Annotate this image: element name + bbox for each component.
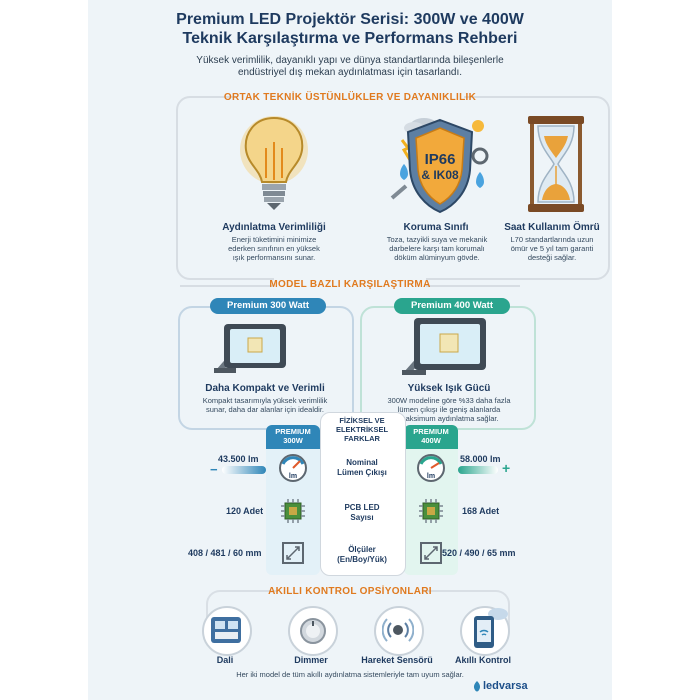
lumen-row-label-1: Nominal <box>346 458 378 467</box>
pcb-chip-300w-icon <box>281 499 305 523</box>
premium-400-pill: Premium 400 Watt <box>394 298 510 314</box>
left-model-desc: Kompakt tasarımıyla yüksek verimlilik su… <box>184 396 346 414</box>
control-label-dali: Dali <box>216 655 234 665</box>
differences-column <box>320 412 406 576</box>
control-label-dimmer: Dimmer <box>294 655 328 665</box>
shield-ik08-text: & IK08 <box>421 168 459 182</box>
premium-300w-header-line-2: 300W <box>283 436 303 445</box>
feature-efficiency-desc-2: ederken sınıfının en yüksek <box>228 244 320 253</box>
feature-protection-desc-3: döküm alüminyum gövde. <box>394 253 480 262</box>
pcb-row-label: PCB LED Sayısı <box>320 503 404 523</box>
pcb-chip-400w-icon <box>419 499 443 523</box>
premium-400w-header-line-2: 400W <box>421 436 441 445</box>
dali-panel-icon <box>211 617 241 643</box>
feature-lifetime-desc-3: desteği sağlar. <box>527 253 577 262</box>
dimensions-400w: 520 / 490 / 65 mm <box>442 548 516 558</box>
subtitle-line-1: Yüksek verimlilik, dayanıklı yapı ve dün… <box>196 55 504 66</box>
minus-sign: − <box>210 462 218 477</box>
lumen-bar-400w <box>458 466 498 474</box>
floodlight-400w-icon <box>402 318 486 375</box>
feature-protection-desc: Toza, tazyikli suya ve mekanik darbelere… <box>370 235 504 262</box>
lumen-gauge-400w-icon: lm <box>417 454 445 482</box>
comparison-section-heading: MODEL BAZLI KARŞILAŞTIRMA <box>269 279 431 290</box>
lumen-value-300w: 43.500 lm <box>218 454 259 464</box>
plus-sign: + <box>502 460 511 476</box>
feature-efficiency-title: Aydınlatma Verimliliği <box>222 222 326 233</box>
left-model-desc-2: sunar, daha dar alanlar için idealdir. <box>206 405 324 414</box>
lumen-value-400w: 58.000 lm <box>460 454 501 464</box>
hourglass-icon <box>528 116 584 212</box>
lumen-gauge-300w-icon: lm <box>279 454 307 482</box>
shield-ip66-text: IP66 <box>425 151 456 168</box>
brand-logo-icon <box>473 681 481 692</box>
smartphone-wifi-icon <box>474 608 508 648</box>
dimension-300w-icon <box>282 542 304 564</box>
feature-efficiency-desc-3: ışık performansını sunar. <box>232 253 316 262</box>
right-model-desc-1: 300W modeline göre %33 daha fazla <box>387 396 511 405</box>
left-model-title: Daha Kompakt ve Verimli <box>205 383 325 394</box>
lumen-row-label-2: Lümen Çıkışı <box>337 468 387 477</box>
right-model-desc-3: maksimum aydınlatma sağlar. <box>399 414 499 423</box>
dimension-row-label-2: (En/Boy/Yük) <box>337 555 387 564</box>
common-heading-bg <box>236 90 464 104</box>
feature-efficiency-desc: Enerji tüketimini minimize ederken sınıf… <box>208 235 340 262</box>
feature-protection-title: Koruma Sınıfı <box>403 222 469 233</box>
feature-protection-desc-1: Toza, tazyikli suya ve mekanik <box>386 235 488 244</box>
title-line-2: Teknik Karşılaştırma ve Performans Rehbe… <box>182 30 518 47</box>
dimmer-knob-icon <box>300 618 326 644</box>
right-model-title: Yüksek Işık Gücü <box>407 383 491 394</box>
feature-efficiency-desc-1: Enerji tüketimini minimize <box>231 235 317 244</box>
lumen-gauge-400w-label: lm <box>427 473 435 480</box>
right-model-desc-2: lümen çıkışı ile geniş alanlarda <box>397 405 501 414</box>
motion-sensor-icon <box>382 618 414 642</box>
page-title: Premium LED Projektör Serisi: 300W ve 40… <box>88 10 612 48</box>
control-label-motion-sensor: Hareket Sensörü <box>361 655 433 665</box>
floodlight-300w-icon <box>214 324 286 373</box>
light-bulb-icon <box>240 116 308 210</box>
dimension-400w-icon <box>420 542 442 564</box>
differences-header-line-2: ELEKTRİKSEL <box>335 425 389 434</box>
comparison-heading-bg <box>274 278 426 292</box>
pcb-count-300w: 120 Adet <box>226 506 264 516</box>
brand-name: ledvarsa <box>483 680 528 692</box>
page-subtitle: Yüksek verimlilik, dayanıklı yapı ve dün… <box>128 55 572 79</box>
feature-lifetime-desc-1: L70 standartlarında uzun <box>510 235 594 244</box>
feature-protection-desc-2: darbelere karşı tam korumalı <box>389 244 485 253</box>
pcb-count-400w: 168 Adet <box>462 506 500 516</box>
dimension-row-label-1: Ölçüler <box>348 545 376 554</box>
differences-column-header: FİZİKSEL VE ELEKTRİKSEL FARKLAR <box>320 416 404 443</box>
subtitle-line-2: endüstriyel dış mekan aydınlatması için … <box>238 67 462 78</box>
feature-lifetime-desc-2: ömür ve 5 yıl tam garanti <box>510 244 594 253</box>
pcb-row-label-2: Sayısı <box>350 513 374 522</box>
differences-header-line-1: FİZİKSEL VE <box>339 416 385 425</box>
lumen-row-label: Nominal Lümen Çıkışı <box>320 458 404 478</box>
control-label-smart-control: Akıllı Kontrol <box>455 655 511 665</box>
lumen-gauge-300w-label: lm <box>289 473 297 480</box>
right-model-desc: 300W modeline göre %33 daha fazla lümen … <box>368 396 530 423</box>
title-line-1: Premium LED Projektör Serisi: 300W ve 40… <box>176 11 524 28</box>
protection-shield-icon: IP66 & IK08 <box>390 118 489 214</box>
premium-300-pill: Premium 300 Watt <box>210 298 326 314</box>
premium-400w-header-line-1: PREMIUM <box>413 427 449 436</box>
lumen-bar-300w <box>222 466 266 474</box>
common-section-heading-text: ORTAK TEKNİK ÜSTÜNLÜKLER VE DAYANIKLILIK <box>223 92 477 103</box>
feature-lifetime-title: Saat Kullanım Ömrü <box>504 222 600 233</box>
pcb-row-label-1: PCB LED <box>344 503 380 512</box>
dimensions-300w: 408 / 481 / 60 mm <box>188 548 262 558</box>
premium-400w-column-header: PREMIUM 400W <box>404 425 458 449</box>
left-model-desc-1: Kompakt tasarımıyla yüksek verimlilik <box>202 396 328 405</box>
infographic-page: Premium LED Projektör Serisi: 300W ve 40… <box>88 0 612 700</box>
controls-section-heading: AKILLI KONTROL OPSİYONLARI <box>268 586 432 597</box>
dimension-row-label: Ölçüler (En/Boy/Yük) <box>320 545 404 565</box>
controls-heading-bg <box>278 584 424 598</box>
premium-300w-header-line-1: PREMIUM <box>275 427 311 436</box>
differences-header-line-3: FARKLAR <box>344 434 380 443</box>
footer-note: Her iki model de tüm akıllı aydınlatma s… <box>236 670 464 679</box>
premium-300w-column-header: PREMIUM 300W <box>266 425 320 449</box>
feature-lifetime-desc: L70 standartlarında uzun ömür ve 5 yıl t… <box>498 235 606 262</box>
